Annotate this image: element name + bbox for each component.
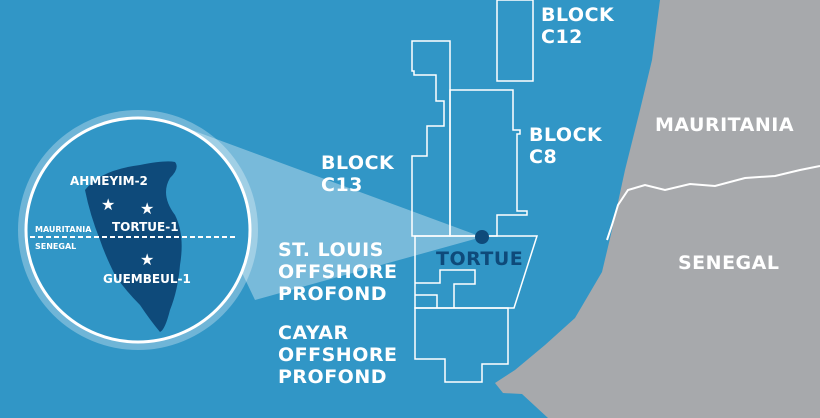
label-st-louis: ST. LOUIS OFFSHORE PROFOND: [278, 239, 398, 305]
inset-mauritania: MAURITANIA: [35, 225, 92, 234]
block-c8-outline: [449, 89, 528, 237]
block-c13-outline: [411, 40, 451, 237]
label-block-c13: BLOCK C13: [321, 152, 395, 196]
star-icon: ★: [101, 195, 115, 214]
well-guembeul-1: GUEMBEUL-1: [103, 272, 191, 286]
label-block-c8: BLOCK C8: [529, 124, 603, 168]
label-tortue: TORTUE: [436, 248, 524, 270]
tortue-dot[interactable]: [475, 230, 489, 244]
cayar-block-outline: [414, 307, 509, 383]
star-icon: ★: [140, 250, 154, 269]
tortue-block-outline: [414, 235, 539, 309]
inset-senegal: SENEGAL: [35, 242, 77, 251]
field-outline: [85, 161, 182, 332]
land: [495, 0, 820, 418]
label-cayar: CAYAR OFFSHORE PROFOND: [278, 322, 398, 388]
well-ahmeyim-2: AHMEYIM-2: [70, 174, 148, 188]
border-line: [606, 165, 820, 241]
star-icon: ★: [140, 199, 154, 218]
label-senegal: SENEGAL: [678, 252, 780, 274]
block-c12-outline: [496, 0, 534, 82]
label-block-c12: BLOCK C12: [541, 4, 615, 48]
well-tortue-1: TORTUE-1: [112, 220, 179, 234]
label-mauritania: MAURITANIA: [655, 114, 795, 136]
